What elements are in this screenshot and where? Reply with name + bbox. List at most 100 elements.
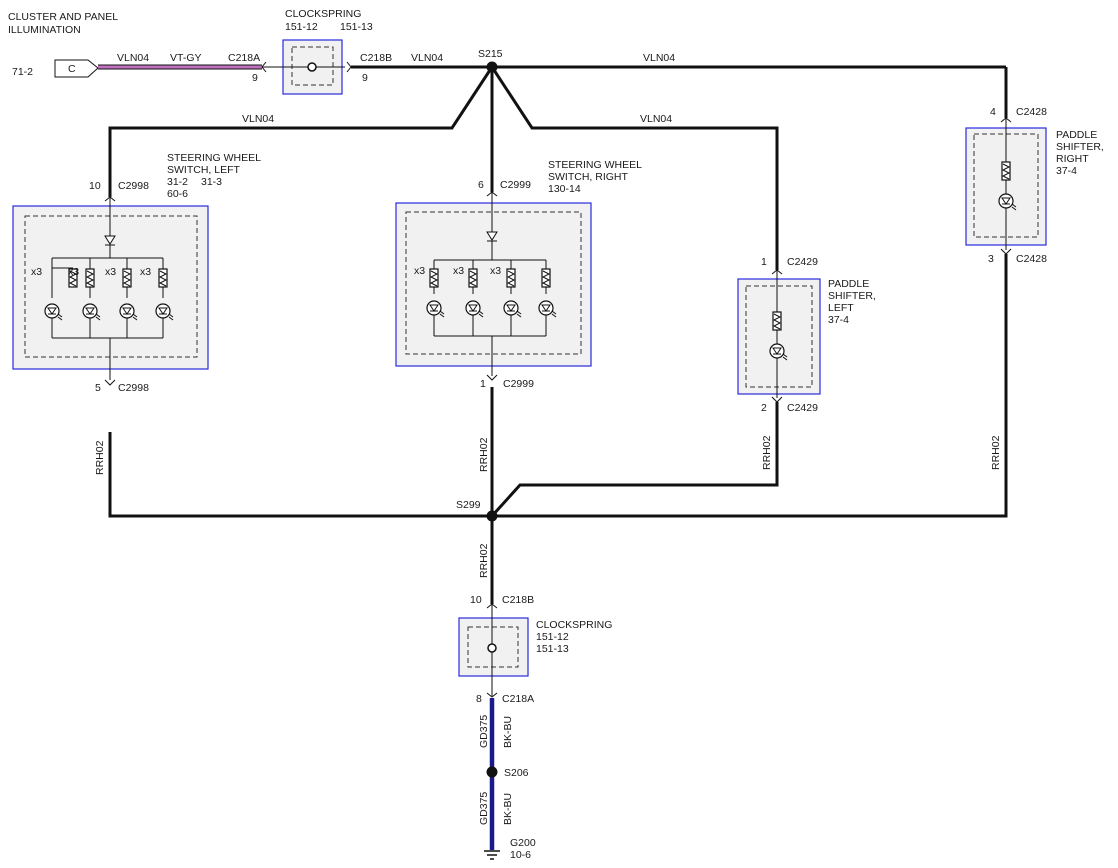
wire-rrh02-outer [108, 254, 1008, 518]
psr-resistor [1001, 161, 1011, 181]
ground-icon [484, 850, 500, 860]
header-title-line2: ILLUMINATION [8, 24, 81, 36]
connector-c218b-chevron [346, 61, 352, 73]
psl-bot-conn: C2429 [787, 402, 818, 414]
ground-g200: G200 [510, 837, 536, 849]
swl-top-pin: 10 [89, 180, 101, 192]
psr-bot-pin: 3 [988, 253, 994, 265]
wire-vln04-to-psl [490, 66, 779, 270]
wire-vln04-to-swl [108, 66, 494, 197]
wire-rrh02-psl [490, 402, 779, 518]
swr-inner [405, 211, 582, 355]
swl-ref1: 31-2 [167, 176, 188, 188]
swl-resistor-2 [85, 268, 95, 288]
swr-mult-3: x3 [490, 265, 501, 277]
psr-line2: SHIFTER, [1056, 141, 1104, 153]
splice-s215-label: S215 [478, 48, 503, 60]
clockspring-bottom-ref2: 151-13 [536, 643, 569, 655]
wire-label-rrh02-1: RRH02 [94, 440, 106, 475]
wire-label-vln04-psl: VLN04 [640, 113, 672, 125]
header-title-line1: CLUSTER AND PANEL [8, 11, 118, 23]
swl-line2: SWITCH, LEFT [167, 164, 241, 176]
clockspring-bottom-inner [467, 626, 519, 668]
swl-inner [24, 215, 198, 358]
wire-color-bk-bu-1: BK-BU [502, 716, 514, 748]
clockspring-bottom-ref1: 151-12 [536, 631, 569, 643]
psr-line1: PADDLE [1056, 129, 1097, 141]
psl-ref: 37-4 [828, 314, 849, 326]
clockspring-top-contact [307, 62, 317, 72]
connector-c218a-top: C218A [228, 52, 260, 64]
psl-line1: PADDLE [828, 278, 869, 290]
wire-label-vln04-swl: VLN04 [242, 113, 274, 125]
swr-resistor-3 [506, 268, 516, 288]
psl-box [737, 278, 821, 395]
splice-s299-label: S299 [456, 499, 481, 511]
swr-box [395, 202, 592, 367]
swl-mult-1: x3 [31, 266, 42, 278]
psl-bot-pin: 2 [761, 402, 767, 414]
psr-top-conn: C2428 [1016, 106, 1047, 118]
swr-resistor-2 [468, 268, 478, 288]
swr-bot-conn: C2999 [503, 378, 534, 390]
swl-bot-conn: C2998 [118, 382, 149, 394]
swl-mult-3: x3 [105, 266, 116, 278]
cs-bottom-bot-conn: C218A [502, 693, 534, 705]
psr-line3: RIGHT [1056, 153, 1089, 165]
swr-line1: STEERING WHEEL [548, 159, 642, 171]
swr-bot-pin: 1 [480, 378, 486, 390]
swr-resistor-4 [541, 268, 551, 288]
swr-resistor-1 [429, 268, 439, 288]
connector-letter: C [68, 63, 76, 75]
swr-ref1: 130-14 [548, 183, 581, 195]
splice-s206 [486, 766, 498, 778]
wire-label-rrh02-4: RRH02 [990, 435, 1002, 470]
pin-9-a: 9 [252, 72, 258, 84]
wire-label-vln04-far-right: VLN04 [643, 52, 675, 64]
wire-label-rrh02-5: RRH02 [478, 543, 490, 578]
cs-bottom-bot-pin: 8 [476, 693, 482, 705]
swl-diode [104, 235, 116, 245]
swr-line2: SWITCH, RIGHT [548, 171, 628, 183]
psl-top-pin: 1 [761, 256, 767, 268]
clockspring-top-title: CLOCKSPRING [285, 8, 361, 20]
swr-mult-2: x3 [453, 265, 464, 277]
wire-label-vln04-left: VLN04 [117, 52, 149, 64]
swl-mult-4: x3 [140, 266, 151, 278]
wire-label-gd375-2: GD375 [478, 792, 490, 825]
swl-ref2: 31-3 [201, 176, 222, 188]
swl-line1: STEERING WHEEL [167, 152, 261, 164]
psr-bot-conn: C2428 [1016, 253, 1047, 265]
psl-top-conn: C2429 [787, 256, 818, 268]
clockspring-bottom-contact [487, 643, 497, 653]
swl-top-conn: C2998 [118, 180, 149, 192]
wire-label-rrh02-3: RRH02 [761, 435, 773, 470]
wire-label-rrh02-2: RRH02 [478, 437, 490, 472]
pin-9-b: 9 [362, 72, 368, 84]
cs-bottom-top-pin: 10 [470, 594, 482, 606]
psr-ref: 37-4 [1056, 165, 1077, 177]
connector-c218b-top: C218B [360, 52, 392, 64]
swr-top-pin: 6 [478, 179, 484, 191]
clockspring-top-ref2: 151-13 [340, 21, 373, 33]
psl-resistor [772, 311, 782, 331]
ground-ref: 10-6 [510, 849, 531, 861]
swr-mult-1: x3 [414, 265, 425, 277]
connector-c-arrow [54, 59, 99, 78]
psl-inner [745, 285, 813, 388]
wire-color-vt-gy: VT-GY [170, 52, 202, 64]
clockspring-top-ref1: 151-12 [285, 21, 318, 33]
psl-line3: LEFT [828, 302, 854, 314]
swl-mult-2: x3 [68, 266, 79, 278]
psl-line2: SHIFTER, [828, 290, 876, 302]
psr-top-pin: 4 [990, 106, 996, 118]
swl-bot-pin: 5 [95, 382, 101, 394]
wire-color-bk-bu-2: BK-BU [502, 793, 514, 825]
swl-ref3: 60-6 [167, 188, 188, 200]
swl-resistor-4 [158, 268, 168, 288]
clockspring-bottom-title: CLOCKSPRING [536, 619, 612, 631]
swr-bot-chevron [486, 374, 498, 381]
swl-bot-chevron [104, 379, 116, 386]
cs-bottom-bot-chevron [486, 692, 498, 698]
